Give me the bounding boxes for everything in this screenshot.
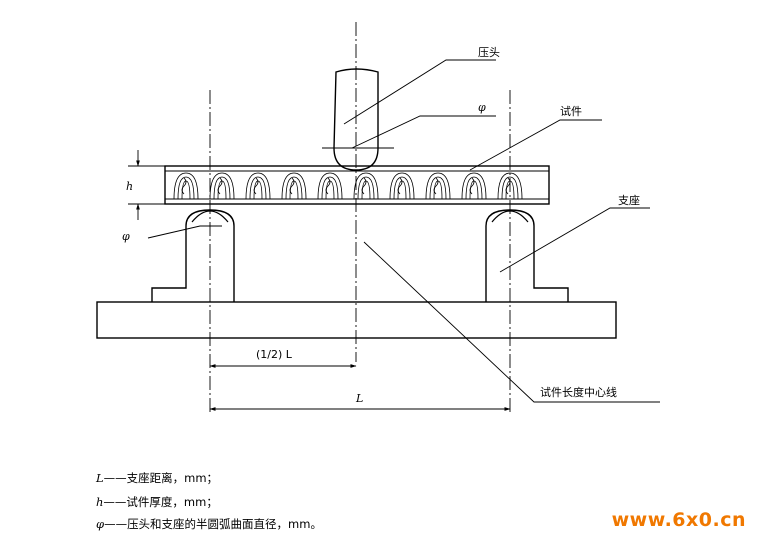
leader-lines xyxy=(147,59,660,403)
legend-phi: φ——压头和支座的半圆弧曲面直径，mm。 xyxy=(96,516,322,532)
wood-grain-pattern xyxy=(173,172,523,200)
legend-l: L——支座距离，mm； xyxy=(96,470,218,486)
phi-top-label: φ xyxy=(478,101,486,114)
indenter-label: 压头 xyxy=(478,46,500,59)
legend-h: h——试件厚度，mm； xyxy=(96,494,218,510)
span-label: L xyxy=(355,392,363,405)
indenter xyxy=(333,68,379,171)
phi-left-label: φ xyxy=(122,230,130,243)
h-label: h xyxy=(126,180,133,193)
legend-h-symbol: h xyxy=(96,495,104,509)
watermark: www.6x0.cn xyxy=(611,509,746,531)
legend-phi-text: ——压头和支座的半圆弧曲面直径，mm。 xyxy=(104,517,322,531)
legend-h-text: ——试件厚度，mm； xyxy=(103,495,218,509)
center-lines xyxy=(209,22,511,414)
legend-l-text: ——支座距离，mm； xyxy=(103,471,219,485)
support-label: 支座 xyxy=(618,193,640,207)
centerline-label: 试件长度中心线 xyxy=(540,385,617,399)
legend-phi-symbol: φ xyxy=(96,517,105,531)
legend-l-symbol: L xyxy=(96,471,104,485)
half-span-label: (1/2) L xyxy=(256,348,293,361)
thickness-dimension xyxy=(128,150,165,220)
left-support xyxy=(151,209,235,302)
specimen xyxy=(164,165,550,205)
specimen-label: 试件 xyxy=(560,105,582,118)
base-plate xyxy=(96,301,617,339)
